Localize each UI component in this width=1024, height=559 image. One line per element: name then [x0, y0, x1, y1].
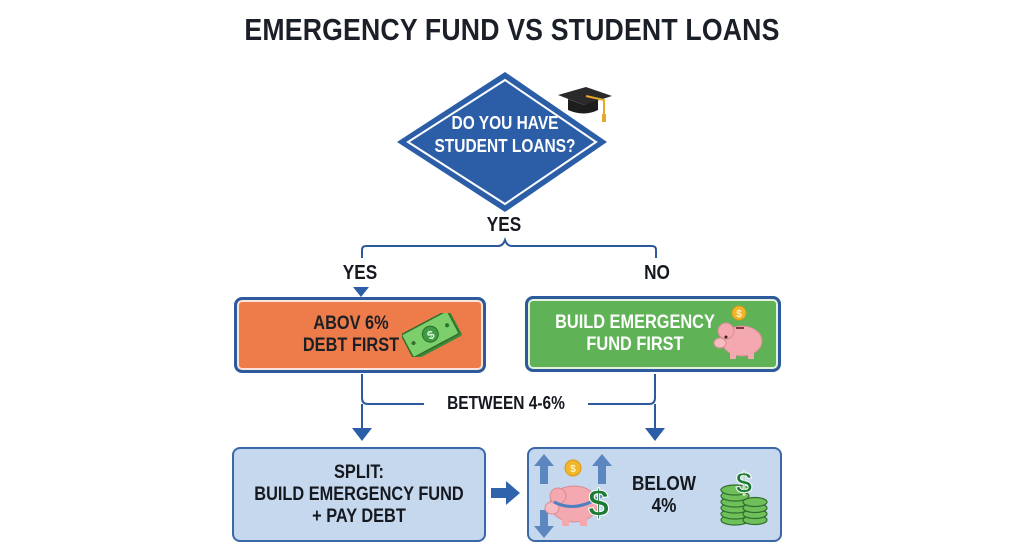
dollar-sign-icon: $ — [587, 483, 610, 526]
below-text: BELOW 4% — [631, 472, 697, 517]
page-title: EMERGENCY FUND VS STUDENT LOANS — [244, 12, 780, 47]
between-label: BETWEEN 4-6% — [447, 393, 565, 413]
cash-bill-icon: $ — [402, 313, 462, 357]
decision-line-2: STUDENT LOANS? — [434, 136, 576, 156]
svg-text:$: $ — [736, 309, 742, 320]
yes-brace — [361, 236, 657, 258]
branch-no-label: NO — [644, 262, 670, 284]
piggy-bank-icon: $ — [713, 305, 763, 359]
piggy-bank-arrows-icon: $ — [534, 454, 612, 538]
graduation-cap-icon — [558, 87, 612, 122]
between-brace — [361, 374, 656, 405]
arrow-to-split — [352, 428, 372, 441]
svg-text:$: $ — [736, 467, 753, 500]
arrow-to-debt-first — [353, 287, 369, 297]
arrow-to-below — [645, 428, 665, 441]
branch-yes-label: YES — [342, 262, 378, 284]
split-box: SPLIT: BUILD EMERGENCY FUND + PAY DEBT — [232, 447, 486, 542]
debt-first-text: ABOV 6% DEBT FIRST — [302, 313, 400, 356]
decision-diamond — [397, 72, 607, 212]
arrow-right-icon — [491, 481, 520, 505]
split-text: SPLIT: BUILD EMERGENCY FUND + PAY DEBT — [254, 461, 464, 527]
decision-question: DO YOU HAVE STUDENT LOANS? — [419, 112, 591, 158]
svg-text:$: $ — [570, 464, 576, 475]
top-yes-label: YES — [486, 214, 522, 236]
fund-first-text: BUILD EMERGENCY FUND FIRST — [555, 312, 715, 355]
coin-stack-icon: $ — [720, 467, 768, 526]
decision-line-1: DO YOU HAVE — [451, 113, 559, 133]
